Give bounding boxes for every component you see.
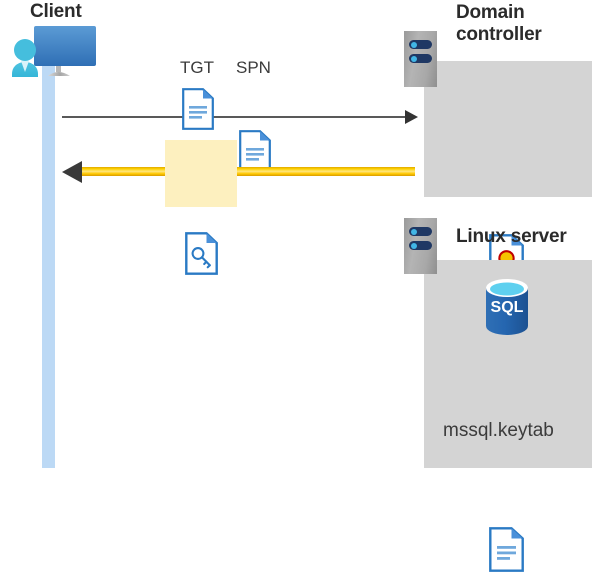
server-bay-2-icon	[409, 54, 432, 63]
service-ticket-key-document-icon	[185, 232, 218, 275]
spn-document-icon	[239, 130, 271, 172]
response-arrow-line	[76, 167, 415, 176]
linux-server-icon	[404, 218, 437, 274]
linux-server-led-2-icon	[411, 242, 417, 249]
linux-server-bay-2-icon	[409, 241, 432, 250]
domain-controller-title-line2: controller	[456, 24, 542, 45]
sql-database-icon: SQL	[483, 279, 531, 335]
sql-database-svg	[486, 279, 528, 335]
request-arrow-head-icon	[405, 110, 418, 124]
domain-controller-title: Domain controller	[456, 2, 586, 46]
server-led-2-icon	[411, 55, 417, 62]
ticket-highlight-box	[165, 140, 237, 207]
spn-label: SPN	[236, 58, 271, 77]
keytab-document-icon	[489, 527, 524, 572]
tgt-document-icon	[182, 88, 214, 130]
sql-database-label: SQL	[490, 299, 524, 316]
linux-server-led-1-icon	[411, 228, 417, 235]
request-arrow-line	[62, 116, 407, 118]
linux-server-title: Linux server	[456, 226, 567, 247]
server-led-1-icon	[411, 41, 417, 48]
tgt-label: TGT	[180, 58, 214, 77]
client-lifeline	[42, 66, 55, 468]
server-bay-1-icon	[409, 40, 432, 49]
domain-controller-server-icon	[404, 31, 437, 87]
client-workstation-svg	[12, 26, 96, 77]
linux-server-bay-1-icon	[409, 227, 432, 236]
tgt-document-svg	[182, 88, 214, 130]
keytab-document-svg	[489, 527, 524, 572]
client-title: Client	[30, 1, 82, 22]
client-workstation-icon	[8, 24, 104, 86]
domain-controller-panel	[424, 61, 592, 197]
domain-controller-title-line1: Domain	[456, 2, 525, 23]
keytab-filename-label: mssql.keytab	[443, 420, 554, 441]
response-arrow-head-icon	[62, 161, 82, 183]
spn-document-svg	[239, 130, 271, 172]
key-document-svg	[185, 232, 218, 275]
